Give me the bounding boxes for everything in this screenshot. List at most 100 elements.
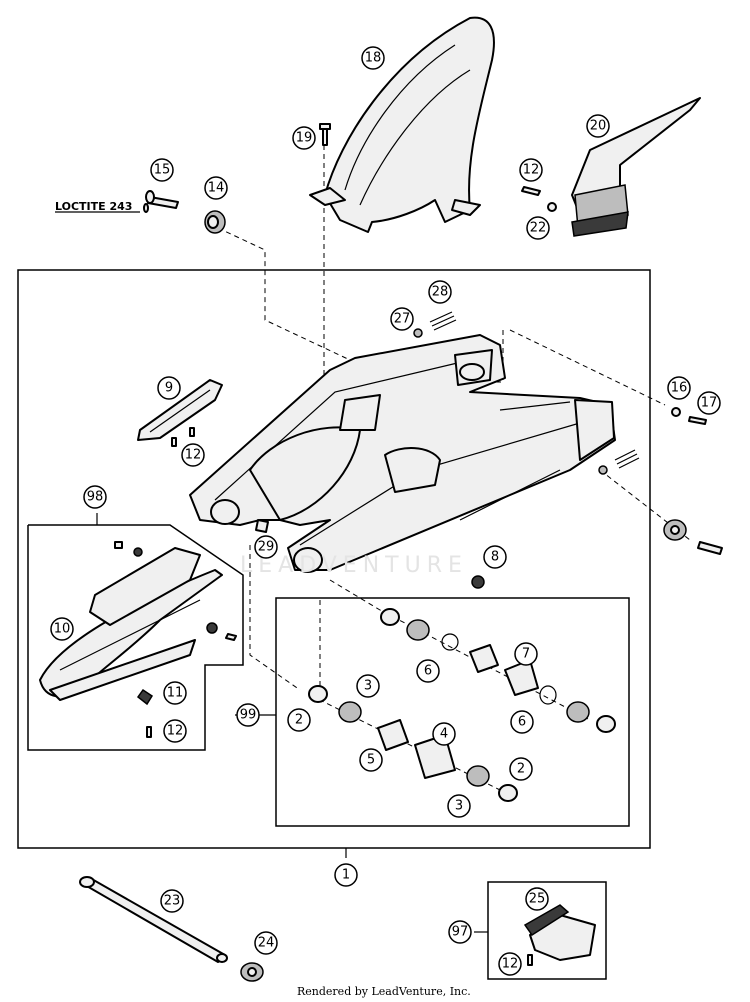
callout-circle xyxy=(428,280,452,304)
callout-circle xyxy=(236,703,260,727)
spring-28 xyxy=(429,311,457,331)
washer-16 xyxy=(671,407,681,417)
callout-2: 2 xyxy=(287,708,311,732)
callout-circle xyxy=(287,708,311,732)
callout-12: 12 xyxy=(519,158,543,182)
callout-circle xyxy=(361,46,385,70)
callout-circle xyxy=(204,176,228,200)
callout-3: 3 xyxy=(447,794,471,818)
callout-number: 12 xyxy=(185,448,202,463)
callout-circle xyxy=(390,307,414,331)
callout-17: 17 xyxy=(697,391,721,415)
callout-12: 12 xyxy=(498,952,522,976)
small-part-29 xyxy=(255,519,269,533)
callout-number: 22 xyxy=(530,221,547,236)
callout-11: 11 xyxy=(163,681,187,705)
callout-12: 12 xyxy=(163,719,187,743)
callout-19: 19 xyxy=(292,126,316,150)
callout-number: 27 xyxy=(394,312,411,327)
callout-4: 4 xyxy=(432,722,456,746)
callout-circle xyxy=(510,710,534,734)
callout-7: 7 xyxy=(514,642,538,666)
guard-25 xyxy=(523,904,596,966)
bearing-kit-frame xyxy=(275,597,630,827)
callout-1: 1 xyxy=(334,863,358,887)
callout-number: 3 xyxy=(455,799,463,814)
callout-circle xyxy=(525,887,549,911)
callout-24: 24 xyxy=(254,931,278,955)
callout-circle xyxy=(163,719,187,743)
callout-circle xyxy=(157,376,181,400)
callout-25: 25 xyxy=(525,887,549,911)
callout-number: 16 xyxy=(671,381,688,396)
callout-circle xyxy=(356,674,380,698)
callout-6: 6 xyxy=(416,659,440,683)
callout-3: 3 xyxy=(356,674,380,698)
callout-circle xyxy=(160,889,184,913)
callout-18: 18 xyxy=(361,46,385,70)
callout-number: 12 xyxy=(523,163,540,178)
callout-5: 5 xyxy=(359,748,383,772)
callout-number: 98 xyxy=(87,490,104,505)
callout-number: 17 xyxy=(701,396,718,411)
guard-kit-frame xyxy=(487,881,607,980)
callout-98: 98 xyxy=(83,485,107,509)
callout-99: 99 xyxy=(236,703,260,727)
callout-circle xyxy=(586,114,610,138)
callout-23: 23 xyxy=(160,889,184,913)
nut-27 xyxy=(413,328,423,338)
callout-6: 6 xyxy=(510,710,534,734)
callout-circle xyxy=(483,545,507,569)
callout-15: 15 xyxy=(150,158,174,182)
callout-27: 27 xyxy=(390,307,414,331)
callout-circle xyxy=(432,722,456,746)
chain-guide-10 xyxy=(39,541,237,738)
callout-circle xyxy=(448,920,472,944)
callout-number: 15 xyxy=(154,163,171,178)
callout-circle xyxy=(83,485,107,509)
callout-circle xyxy=(509,757,533,781)
callouts: 1819201514122228279121617982981011129976… xyxy=(50,46,721,976)
callout-20: 20 xyxy=(586,114,610,138)
callout-circle xyxy=(498,952,522,976)
callout-number: 29 xyxy=(258,540,275,555)
callout-number: 18 xyxy=(365,51,382,66)
callout-number: 19 xyxy=(296,131,313,146)
main-assembly-frame xyxy=(17,269,651,849)
callout-number: 97 xyxy=(452,925,469,940)
spring-side xyxy=(598,449,640,475)
callout-number: 28 xyxy=(432,285,449,300)
callout-number: 11 xyxy=(167,686,184,701)
callout-number: 2 xyxy=(295,713,303,728)
bolt-17 xyxy=(688,416,707,425)
chain-slider-upper xyxy=(571,97,701,237)
callout-circle xyxy=(519,158,543,182)
callout-2: 2 xyxy=(509,757,533,781)
callout-number: 10 xyxy=(54,622,71,637)
callout-circle xyxy=(667,376,691,400)
callout-number: 2 xyxy=(517,762,525,777)
callout-circle xyxy=(150,158,174,182)
swingarm-axle-23 xyxy=(79,876,228,963)
callout-14: 14 xyxy=(204,176,228,200)
credit-text: Rendered by LeadVenture, Inc. xyxy=(297,985,471,998)
callout-number: 5 xyxy=(367,753,375,768)
callout-12: 12 xyxy=(181,443,205,467)
callout-number: 24 xyxy=(258,936,275,951)
callout-10: 10 xyxy=(50,617,74,641)
callout-circle xyxy=(447,794,471,818)
chain-guard-9 xyxy=(137,379,223,447)
callout-circle xyxy=(514,642,538,666)
callout-number: 1 xyxy=(342,868,350,883)
callout-number: 99 xyxy=(240,708,257,723)
callout-22: 22 xyxy=(526,216,550,240)
callout-number: 6 xyxy=(424,664,432,679)
pivot-bolt-15 xyxy=(143,190,179,213)
callout-28: 28 xyxy=(428,280,452,304)
callout-97: 97 xyxy=(448,920,472,944)
callout-number: 14 xyxy=(208,181,225,196)
callout-9: 9 xyxy=(157,376,181,400)
screw-19 xyxy=(319,123,331,146)
callout-number: 4 xyxy=(440,727,448,742)
